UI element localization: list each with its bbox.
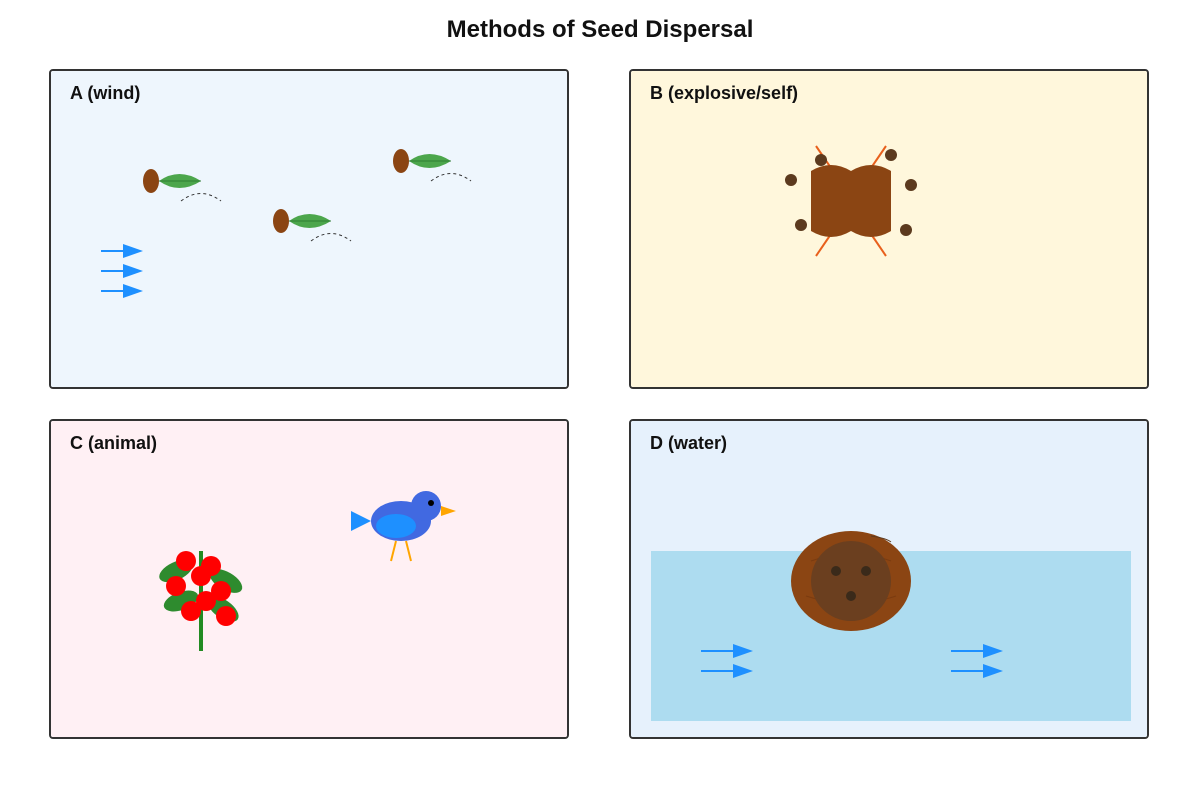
panel-label-wind: A (wind): [70, 83, 141, 103]
water-illustration: [631, 421, 1147, 737]
panel-water: D (water): [629, 419, 1149, 739]
panel-label-animal: C (animal): [70, 433, 158, 453]
animal-illustration: [51, 421, 567, 737]
animal-background: [51, 421, 567, 737]
ejected-seeds: [785, 149, 917, 236]
winged-seed-1: [143, 169, 222, 202]
winged-seed-2: [273, 209, 352, 242]
current-arrows-right: [951, 644, 1003, 678]
panel-explosive: B (explosive/self): [629, 69, 1149, 389]
wind-arrows: [101, 244, 143, 298]
panel-wind: A (wind): [49, 69, 569, 389]
wind-background: [51, 71, 567, 387]
berry-bush: [159, 551, 243, 651]
panel-label-water: D (water): [650, 433, 728, 453]
berries: [166, 551, 236, 626]
bird-icon: [351, 491, 456, 562]
winged-seed-3: [393, 149, 472, 182]
panel-label-explosive: B (explosive/self): [650, 83, 799, 103]
explosive-illustration: [631, 71, 1147, 387]
split-seed-pod: [811, 165, 891, 237]
current-arrows-left: [701, 644, 753, 678]
wind-illustration: [51, 71, 567, 387]
diagram-title: Methods of Seed Dispersal: [446, 16, 754, 43]
panel-animal: C (animal): [49, 419, 569, 739]
burst-lines: [815, 145, 887, 257]
coconut: [791, 531, 911, 631]
